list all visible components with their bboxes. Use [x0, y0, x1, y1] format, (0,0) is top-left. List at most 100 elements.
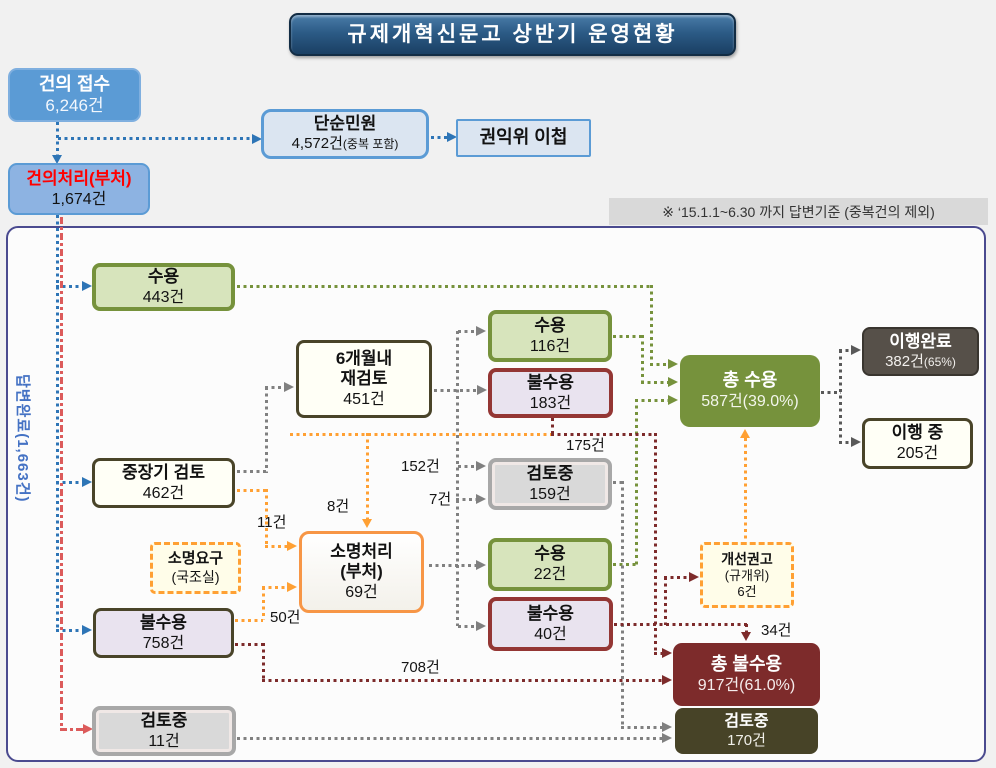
flow-line [635, 399, 668, 402]
node-reject-40: 불수용 40건 [488, 597, 613, 651]
flow-line [60, 217, 63, 729]
node-midterm-review: 중장기 검토 462건 [92, 458, 235, 508]
flow-arrowhead [82, 281, 92, 291]
flow-line [56, 481, 82, 484]
flow-line [56, 629, 82, 632]
flow-line [262, 643, 265, 680]
flow-arrowhead [447, 132, 457, 142]
flow-arrowhead [82, 477, 92, 487]
node-reviewing-11: 검토중 11건 [92, 706, 236, 756]
flow-line [56, 122, 59, 159]
flow-arrowhead [689, 572, 699, 582]
node-explain-process-line2: (부처) [340, 562, 383, 582]
node-total-accept: 총 수용 587건(39.0%) [680, 355, 820, 427]
flow-arrowhead [668, 377, 678, 387]
node-reviewing-159-count: 159건 [529, 485, 571, 503]
flow-arrowhead [662, 733, 672, 743]
flow-line [654, 652, 662, 655]
node-reviewing-170-title: 검토중 [724, 713, 769, 731]
node-simple-civil-title: 단순민원 [313, 114, 377, 134]
flow-line [434, 389, 477, 392]
node-reviewing-11-count: 11건 [148, 732, 180, 750]
flow-line [56, 285, 82, 288]
flow-line [839, 350, 842, 443]
flow-line [654, 433, 657, 652]
flow-line [664, 577, 667, 625]
edge-label-50: 50건 [270, 609, 301, 626]
flow-line [262, 586, 287, 589]
flow-line [431, 136, 451, 139]
node-explain-request: 소명요구 (국조실) [150, 542, 241, 594]
node-intake: 건의 접수 6,246건 [8, 68, 141, 122]
node-reject-183: 불수용 183건 [488, 368, 613, 418]
flow-line [456, 498, 476, 501]
flow-line [265, 387, 268, 473]
flow-line [635, 399, 638, 566]
flow-line [621, 726, 662, 729]
flow-arrowhead [52, 155, 62, 164]
flow-line [613, 563, 637, 566]
node-accept-22-title: 수용 [534, 544, 566, 564]
node-review-6month: 6개월내 재검토 451건 [296, 340, 432, 418]
node-simple-civil-count: 4,572건(중복 포함) [291, 135, 399, 153]
node-accept-443: 수용 443건 [92, 263, 235, 311]
flow-line [458, 625, 476, 628]
flow-arrowhead [662, 675, 672, 685]
flow-arrowhead [476, 461, 486, 471]
flow-line [745, 624, 748, 634]
edge-label-7: 7건 [429, 491, 452, 508]
flow-line [839, 441, 851, 444]
node-implement-ongoing-count: 205건 [896, 445, 939, 463]
flow-line [237, 285, 652, 288]
answered-vertical-label: 답변완료(1,663건) [14, 374, 31, 503]
flow-arrowhead [82, 625, 92, 635]
flow-arrowhead [668, 359, 678, 369]
node-midterm-review-title: 중장기 검토 [122, 462, 205, 482]
flow-line [58, 137, 252, 140]
flow-line [237, 470, 267, 473]
flow-line [262, 679, 662, 682]
flow-line [265, 489, 268, 547]
flow-line [614, 623, 747, 626]
edge-label-11: 11건 [257, 514, 287, 531]
flow-line [551, 433, 656, 436]
flow-arrowhead [851, 345, 861, 355]
flow-line [641, 381, 668, 384]
node-reject-183-count: 183건 [529, 394, 572, 412]
flow-arrowhead [662, 648, 672, 658]
node-simple-civil: 단순민원 4,572건(중복 포함) [261, 109, 429, 159]
flow-arrowhead [362, 519, 372, 528]
node-implement-ongoing: 이행 중 205건 [862, 418, 973, 469]
flow-line [458, 465, 476, 468]
flow-line [262, 587, 265, 620]
flow-arrowhead [287, 541, 297, 551]
flow-line [839, 349, 851, 352]
flow-line [613, 481, 623, 484]
node-intake-count: 6,246건 [45, 95, 104, 115]
node-total-reject: 총 불수용 917건(61.0%) [673, 643, 820, 706]
flow-line [265, 386, 284, 389]
flow-line [744, 438, 747, 540]
flow-line [56, 215, 59, 632]
node-processing: 건의처리(부처) 1,674건 [8, 163, 150, 215]
node-reviewing-170: 검토중 170건 [675, 708, 818, 754]
flow-arrowhead [252, 134, 262, 144]
node-implement-complete-title: 이행완료 [889, 331, 952, 351]
node-reject-40-title: 불수용 [527, 603, 574, 623]
flow-arrowhead [287, 582, 297, 592]
node-reviewing-159-title: 검토중 [526, 463, 574, 483]
flow-line [641, 335, 644, 383]
node-recommend-line2: (규개위) [724, 567, 770, 583]
flow-line [621, 481, 624, 726]
node-intake-title: 건의 접수 [38, 73, 111, 94]
node-total-accept-count: 587건(39.0%) [701, 393, 799, 411]
flow-line [235, 643, 263, 646]
node-total-reject-title: 총 불수용 [710, 653, 783, 674]
page-title-box: 규제개혁신문고 상반기 운영현황 [289, 13, 736, 56]
node-recommend-count: 6건 [737, 583, 757, 599]
flow-line [456, 331, 459, 626]
node-reviewing-170-count: 170건 [727, 731, 766, 749]
node-review-6month-count: 451건 [343, 390, 385, 408]
node-recommend-line1: 개선권고 [721, 550, 773, 567]
